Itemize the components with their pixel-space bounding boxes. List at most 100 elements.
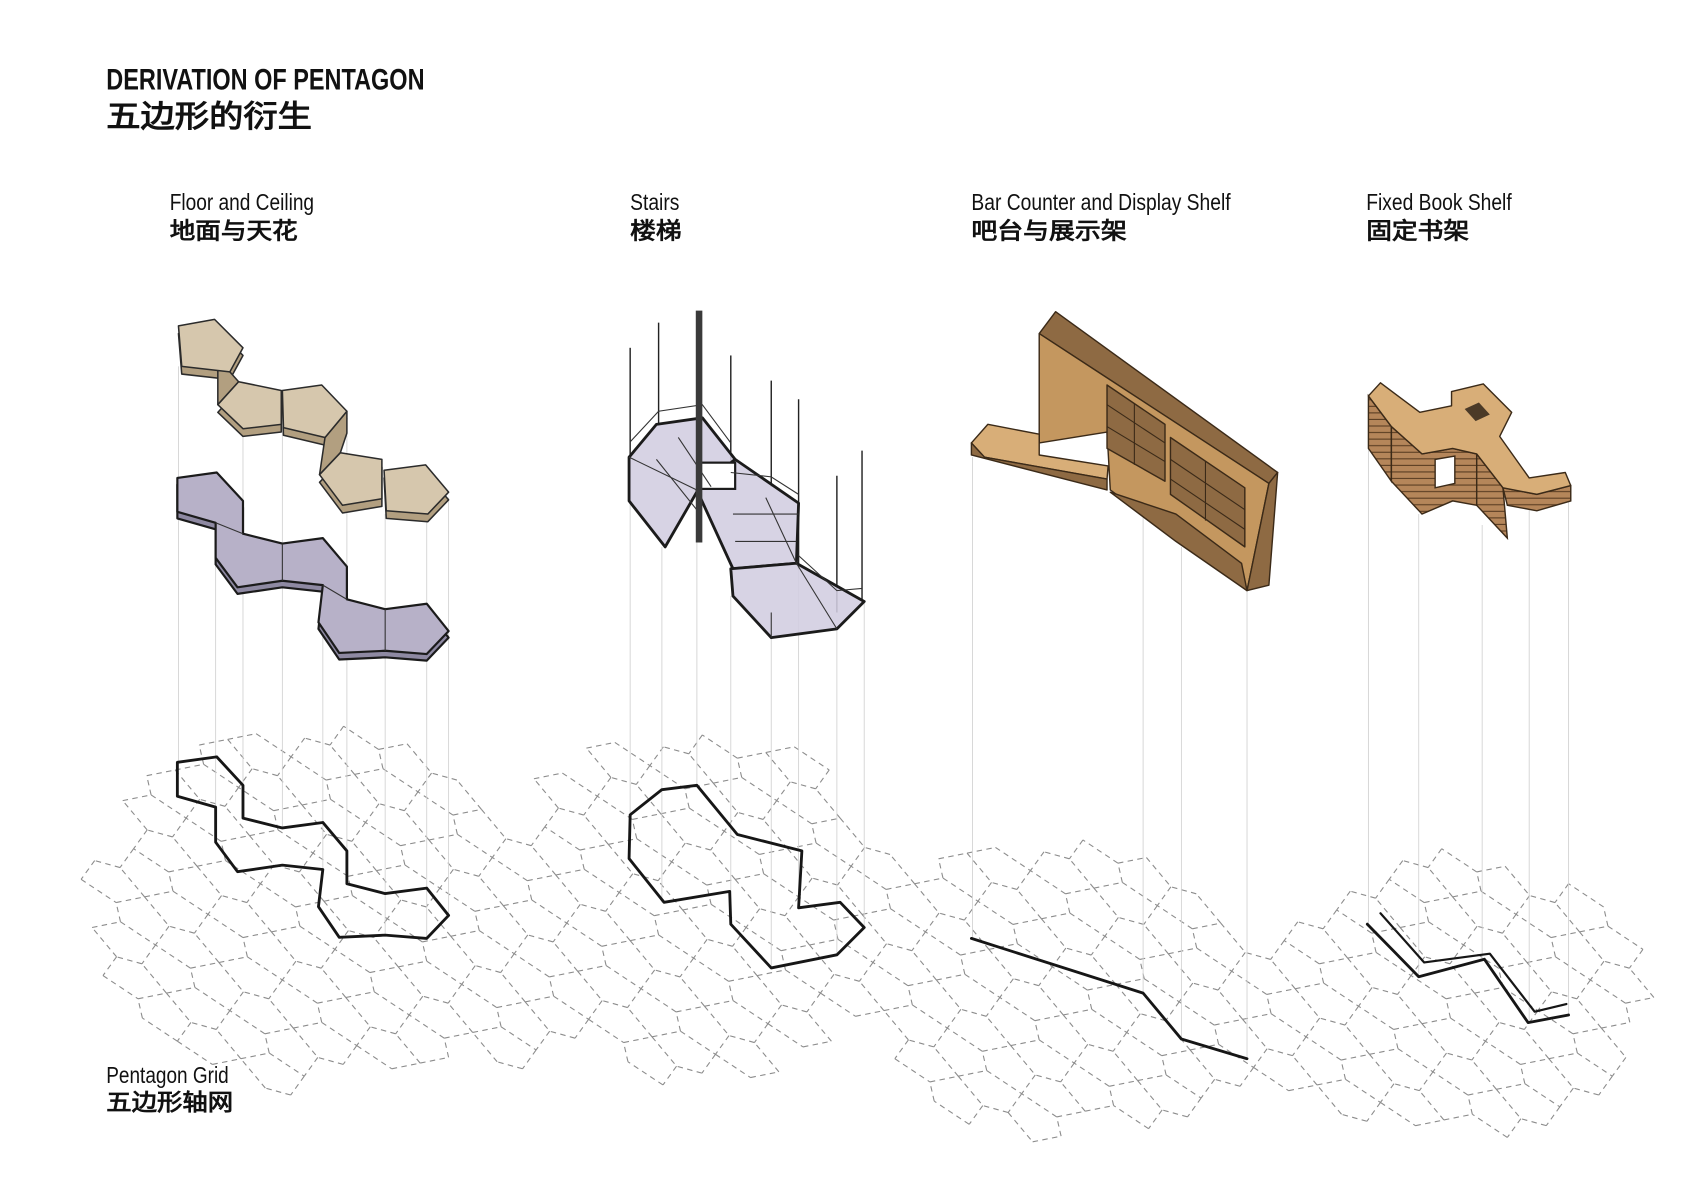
grid-edge — [505, 838, 532, 847]
grid-edge — [330, 798, 366, 823]
grid-edge — [1117, 863, 1123, 883]
grid-edge — [474, 905, 504, 912]
grid-edge — [212, 1058, 241, 1065]
grid-edge — [631, 819, 638, 839]
grid-edge — [732, 1000, 769, 1025]
grid-edge — [323, 900, 349, 931]
grid-edge — [365, 822, 401, 847]
grid-edge — [1504, 865, 1531, 896]
grid-edge — [1012, 924, 1018, 944]
grid-edge — [1347, 951, 1377, 959]
grid-edge — [1007, 1112, 1034, 1143]
grid-edge — [1126, 1032, 1163, 1057]
grid-edge — [781, 1004, 808, 1013]
section-label-bookshelf: Fixed Book Shelf 固定书架 — [1366, 189, 1512, 243]
grid-edge — [654, 909, 683, 917]
grid-edge — [80, 878, 117, 903]
grid-edge — [207, 913, 244, 938]
grid-edge — [190, 961, 220, 969]
grid-edge — [1192, 922, 1221, 930]
grid-edge — [1628, 949, 1644, 969]
grid-edge — [1168, 947, 1197, 955]
grid-edge — [1157, 905, 1193, 930]
bookshelf-window-opening — [1434, 455, 1456, 489]
grid-edge — [500, 972, 526, 1003]
grid-edge — [1118, 916, 1144, 925]
grid-edge — [977, 882, 992, 902]
grid-edge — [1021, 1093, 1058, 1118]
grid-edge — [715, 1053, 751, 1078]
grid-edge — [1559, 1087, 1574, 1108]
grid-edge — [982, 1105, 1009, 1114]
grid-edge — [1161, 1049, 1191, 1057]
grid-edge — [702, 734, 738, 759]
section-label-stairs: Stairs 楼梯 — [630, 189, 681, 243]
grid-edge — [1432, 1071, 1469, 1096]
grid-edge — [1550, 937, 1556, 957]
grid-edge — [685, 842, 711, 851]
grid-edge — [1545, 1106, 1561, 1126]
grid-edge — [907, 985, 913, 1006]
grid-edge — [985, 1015, 1012, 1046]
grid-edge — [959, 954, 966, 975]
grid-edge — [1034, 1014, 1064, 1022]
grid-edge — [1418, 1090, 1445, 1121]
grid-edge — [356, 1045, 393, 1070]
grid-edge — [1529, 895, 1556, 904]
grid-edge — [886, 943, 913, 952]
grid-edge — [229, 1010, 266, 1035]
title-zh: 五边形的衍生 — [106, 100, 312, 134]
grid-edge — [618, 892, 655, 917]
plan-outlines — [175, 755, 1570, 1061]
grid-edge — [1495, 1088, 1522, 1120]
grid-edge — [602, 1000, 628, 1009]
grid-edge — [144, 896, 170, 927]
grid-edge — [1056, 1116, 1062, 1137]
grid-edge — [787, 848, 813, 879]
grid-edge — [1628, 967, 1655, 998]
grid-edge — [883, 1010, 909, 1041]
grid-edge — [946, 1008, 962, 1029]
grid-edge — [304, 737, 331, 746]
grid-edge — [858, 962, 874, 982]
grid-edge — [1178, 1001, 1215, 1026]
grid-edge — [1393, 1029, 1399, 1049]
grid-edge — [526, 880, 533, 901]
grid-edge — [1358, 1005, 1394, 1030]
grid-edge — [453, 868, 479, 877]
grid-edge — [968, 1105, 984, 1125]
grid-edge — [1572, 1033, 1578, 1054]
grid-edge — [242, 937, 248, 957]
grid-edge — [728, 975, 758, 982]
grid-edge — [382, 768, 419, 793]
grid-edge — [408, 995, 424, 1016]
grid-edge — [249, 829, 279, 837]
grid-edge — [623, 1042, 629, 1062]
display-shelf-upper — [1106, 384, 1166, 482]
grid-edge — [1452, 896, 1478, 927]
grid-edge — [391, 1062, 421, 1070]
grid-edge — [80, 860, 96, 880]
grid-edge — [1319, 957, 1348, 965]
grid-edge — [1035, 1074, 1061, 1083]
grid-edge — [635, 784, 662, 815]
grid-edge — [144, 890, 174, 898]
grid-edge — [1108, 1086, 1115, 1106]
grid-edge — [1104, 917, 1119, 937]
grid-edge — [422, 935, 451, 943]
grid-edge — [802, 1040, 832, 1048]
grid-edge — [607, 844, 634, 875]
grid-edge — [1073, 1043, 1089, 1064]
grid-edge — [431, 772, 458, 781]
grid-edge — [398, 960, 427, 968]
grid-edge — [172, 817, 187, 838]
grid-edge — [1506, 1118, 1522, 1138]
grid-edge — [911, 950, 937, 981]
grid-edge — [376, 864, 405, 872]
grid-edge — [317, 1056, 344, 1065]
grid-edge — [1087, 983, 1116, 991]
grid-edge — [277, 775, 303, 806]
grid-edge — [176, 1022, 192, 1042]
grid-edge — [478, 930, 515, 955]
